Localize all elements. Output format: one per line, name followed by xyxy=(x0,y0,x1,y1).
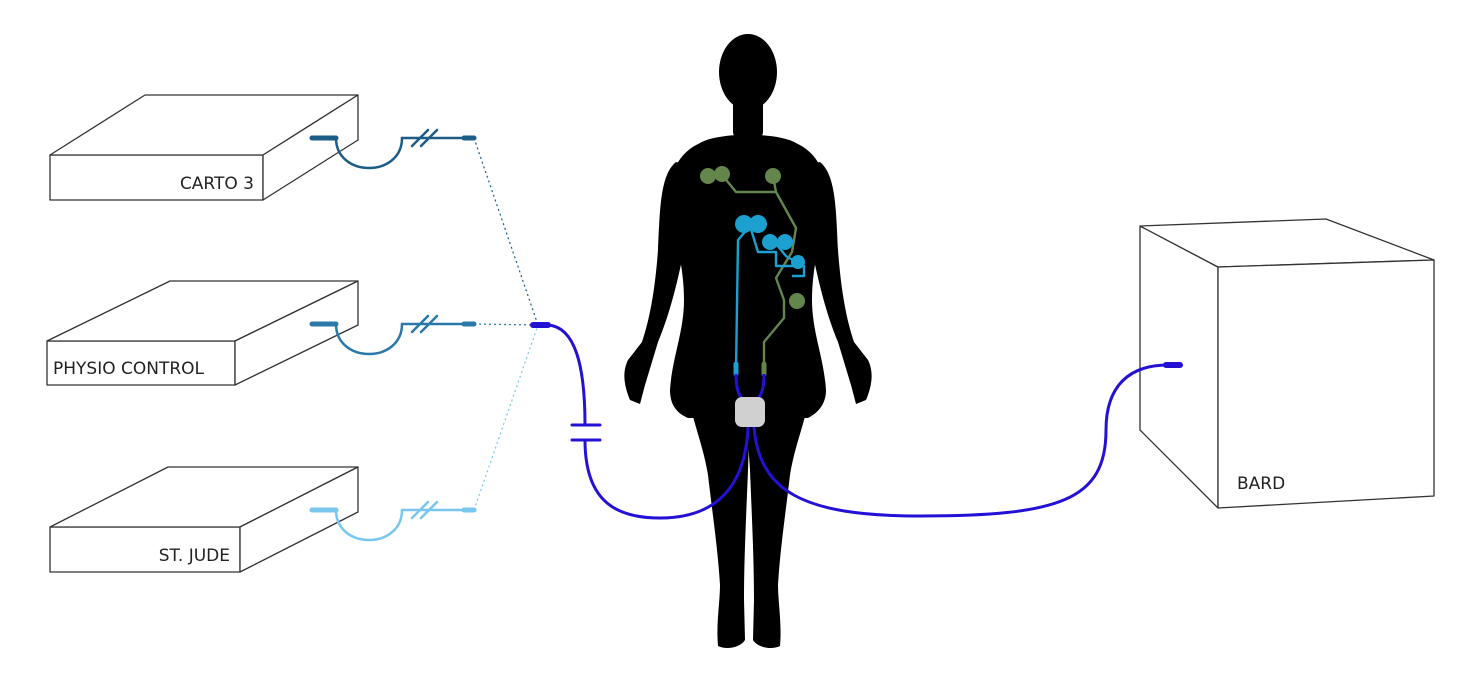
device-box-carto xyxy=(49,94,359,201)
connector-hub-icon xyxy=(735,397,765,427)
electrode-v1 xyxy=(735,215,753,233)
human-silhouette-icon xyxy=(624,34,872,648)
device-label-physio: PHYSIO CONTROL xyxy=(53,359,205,379)
electrode-v6 xyxy=(789,293,805,309)
device-box-bard xyxy=(1139,218,1435,509)
cable-carto xyxy=(309,128,477,170)
electrode-la xyxy=(765,168,781,184)
electrode-ra xyxy=(700,168,716,184)
device-box-physio xyxy=(46,280,359,386)
electrode-v4 xyxy=(777,234,793,250)
dotted-links xyxy=(473,137,539,511)
device-label-carto: CARTO 3 xyxy=(180,174,254,194)
electrode-v2 xyxy=(749,215,767,233)
device-label-stjude: ST. JUDE xyxy=(159,546,230,566)
electrode-v5 xyxy=(791,255,805,269)
main-cable-right xyxy=(752,362,1183,518)
cable-stjude xyxy=(309,500,477,542)
device-label-bard: BARD xyxy=(1237,474,1285,494)
electrode-pads-heart xyxy=(735,215,805,269)
hub-tails xyxy=(733,361,767,377)
electrode-ra-2 xyxy=(714,166,730,182)
electrode-pads-chest xyxy=(700,166,805,309)
electrode-v3 xyxy=(762,234,778,250)
main-cable-left xyxy=(530,322,750,520)
device-box-stjude xyxy=(49,466,359,573)
cable-physio xyxy=(309,314,477,356)
